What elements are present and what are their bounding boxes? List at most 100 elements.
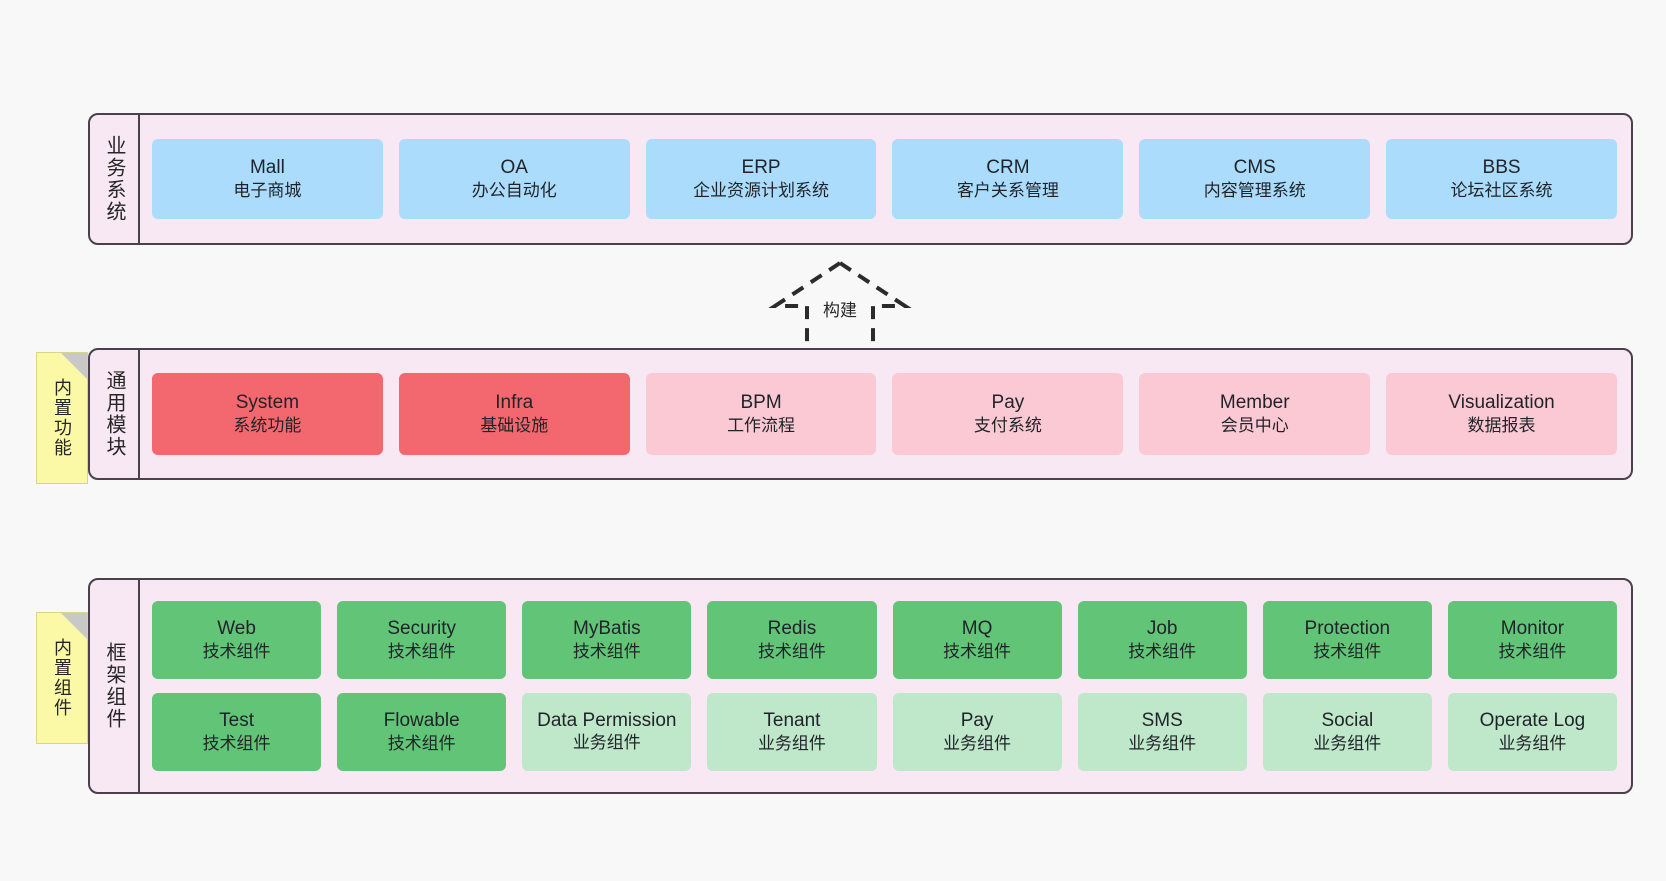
note-builtin-features: 内置功能	[36, 352, 88, 484]
module-box-erp[interactable]: ERP 企业资源计划系统	[645, 139, 877, 219]
component-desc: 业务组件	[1128, 734, 1197, 754]
module-desc: 支付系统	[973, 416, 1042, 436]
component-name: Data Permission	[537, 710, 677, 732]
module-name: System	[235, 391, 300, 413]
common-modules-row: System 系统功能 Infra 基础设施 BPM 工作流程 Pay 支付系统…	[152, 373, 1617, 455]
component-name: Security	[387, 617, 456, 639]
module-box-oa[interactable]: OA 办公自动化	[398, 139, 630, 219]
component-box-pay[interactable]: Pay 业务组件	[892, 693, 1062, 771]
component-desc: 技术组件	[1313, 642, 1382, 662]
component-box-data-permission[interactable]: Data Permission 业务组件	[522, 693, 692, 771]
component-name: Social	[1321, 709, 1374, 731]
module-desc: 会员中心	[1220, 416, 1289, 436]
component-desc: 技术组件	[1498, 642, 1567, 662]
layer-business-system-body: Mall 电子商城 OA 办公自动化 ERP 企业资源计划系统 CRM 客户关系…	[138, 115, 1631, 243]
component-name: Web	[217, 617, 256, 639]
layer-business-system-label: 业务系统	[103, 135, 125, 223]
component-box-test[interactable]: Test 技术组件	[152, 693, 322, 771]
component-box-monitor[interactable]: Monitor 技术组件	[1447, 601, 1617, 679]
layer-divider	[138, 580, 140, 792]
component-box-tenant[interactable]: Tenant 业务组件	[707, 693, 877, 771]
component-name: Operate Log	[1479, 709, 1586, 731]
layer-common-modules-body: System 系统功能 Infra 基础设施 BPM 工作流程 Pay 支付系统…	[138, 350, 1631, 478]
component-desc: 技术组件	[202, 642, 271, 662]
module-name: Infra	[495, 391, 534, 413]
module-box-crm[interactable]: CRM 客户关系管理	[892, 139, 1124, 219]
layer-divider	[138, 350, 140, 478]
module-desc: 企业资源计划系统	[693, 181, 830, 201]
module-box-system[interactable]: System 系统功能	[152, 373, 383, 455]
framework-biz-row: Test 技术组件 Flowable 技术组件 Data Permission …	[152, 693, 1617, 771]
note-fold-corner-icon	[61, 613, 87, 639]
module-box-pay[interactable]: Pay 支付系统	[892, 373, 1124, 455]
arrow-build-shape	[768, 261, 912, 350]
component-box-redis[interactable]: Redis 技术组件	[707, 601, 877, 679]
module-desc: 客户关系管理	[956, 181, 1059, 201]
component-desc: 技术组件	[387, 642, 456, 662]
module-desc: 数据报表	[1467, 416, 1536, 436]
note-builtin-components-label: 内置组件	[52, 638, 72, 718]
component-name: Flowable	[383, 709, 460, 731]
component-box-job[interactable]: Job 技术组件	[1077, 601, 1247, 679]
component-name: Test	[219, 709, 254, 731]
module-desc: 基础设施	[480, 416, 549, 436]
layer-framework-components: 框架组件 Web 技术组件 Security 技术组件 MyBatis 技术组件…	[88, 578, 1633, 794]
module-name: BPM	[740, 391, 782, 413]
module-box-infra[interactable]: Infra 基础设施	[398, 373, 630, 455]
module-name: OA	[500, 156, 528, 178]
layer-divider	[138, 115, 140, 243]
component-desc: 业务组件	[943, 734, 1012, 754]
component-box-mybatis[interactable]: MyBatis 技术组件	[522, 601, 692, 679]
component-desc: 技术组件	[1128, 642, 1197, 662]
module-box-mall[interactable]: Mall 电子商城	[152, 139, 383, 219]
module-box-bbs[interactable]: BBS 论坛社区系统	[1386, 139, 1617, 219]
component-desc: 技术组件	[757, 642, 826, 662]
component-box-social[interactable]: Social 业务组件	[1262, 693, 1432, 771]
component-name: Redis	[767, 617, 817, 639]
component-name: Protection	[1304, 617, 1391, 639]
component-name: Job	[1146, 617, 1178, 639]
module-name: CMS	[1233, 156, 1276, 178]
module-box-member[interactable]: Member 会员中心	[1139, 373, 1371, 455]
arrow-build: 构建	[755, 258, 925, 350]
component-box-operate-log[interactable]: Operate Log 业务组件	[1447, 693, 1617, 771]
note-fold-corner-icon	[61, 353, 87, 379]
module-desc: 论坛社区系统	[1450, 181, 1553, 201]
module-name: Mall	[249, 156, 285, 178]
module-desc: 电子商城	[233, 181, 302, 201]
component-desc: 技术组件	[943, 642, 1012, 662]
component-name: SMS	[1141, 709, 1183, 731]
component-box-sms[interactable]: SMS 业务组件	[1077, 693, 1247, 771]
component-name: Monitor	[1500, 617, 1565, 639]
component-box-flowable[interactable]: Flowable 技术组件	[337, 693, 507, 771]
note-builtin-features-label: 内置功能	[52, 378, 72, 458]
component-desc: 技术组件	[387, 734, 456, 754]
module-name: CRM	[986, 156, 1030, 178]
component-name: Tenant	[763, 709, 821, 731]
framework-tech-row: Web 技术组件 Security 技术组件 MyBatis 技术组件 Redi…	[152, 601, 1617, 679]
component-box-mq[interactable]: MQ 技术组件	[892, 601, 1062, 679]
component-name: MyBatis	[573, 617, 641, 639]
layer-common-modules-label: 通用模块	[103, 370, 125, 458]
module-desc: 系统功能	[233, 416, 302, 436]
module-box-bpm[interactable]: BPM 工作流程	[645, 373, 877, 455]
component-name: MQ	[961, 617, 993, 639]
module-box-cms[interactable]: CMS 内容管理系统	[1139, 139, 1371, 219]
component-box-protection[interactable]: Protection 技术组件	[1262, 601, 1432, 679]
component-desc: 业务组件	[1313, 734, 1382, 754]
module-name: BBS	[1482, 156, 1521, 178]
module-name: Pay	[991, 391, 1025, 413]
module-desc: 工作流程	[727, 416, 796, 436]
module-desc: 办公自动化	[471, 181, 557, 201]
component-box-web[interactable]: Web 技术组件	[152, 601, 322, 679]
component-desc: 技术组件	[572, 642, 641, 662]
layer-common-modules: 通用模块 System 系统功能 Infra 基础设施 BPM 工作流程 Pay	[88, 348, 1633, 480]
module-desc: 内容管理系统	[1203, 181, 1306, 201]
module-name: ERP	[741, 156, 781, 178]
component-box-security[interactable]: Security 技术组件	[337, 601, 507, 679]
module-box-visualization[interactable]: Visualization 数据报表	[1386, 373, 1617, 455]
module-name: Member	[1219, 391, 1290, 413]
arrow-build-label: 构建	[820, 296, 860, 321]
note-builtin-components: 内置组件	[36, 612, 88, 744]
